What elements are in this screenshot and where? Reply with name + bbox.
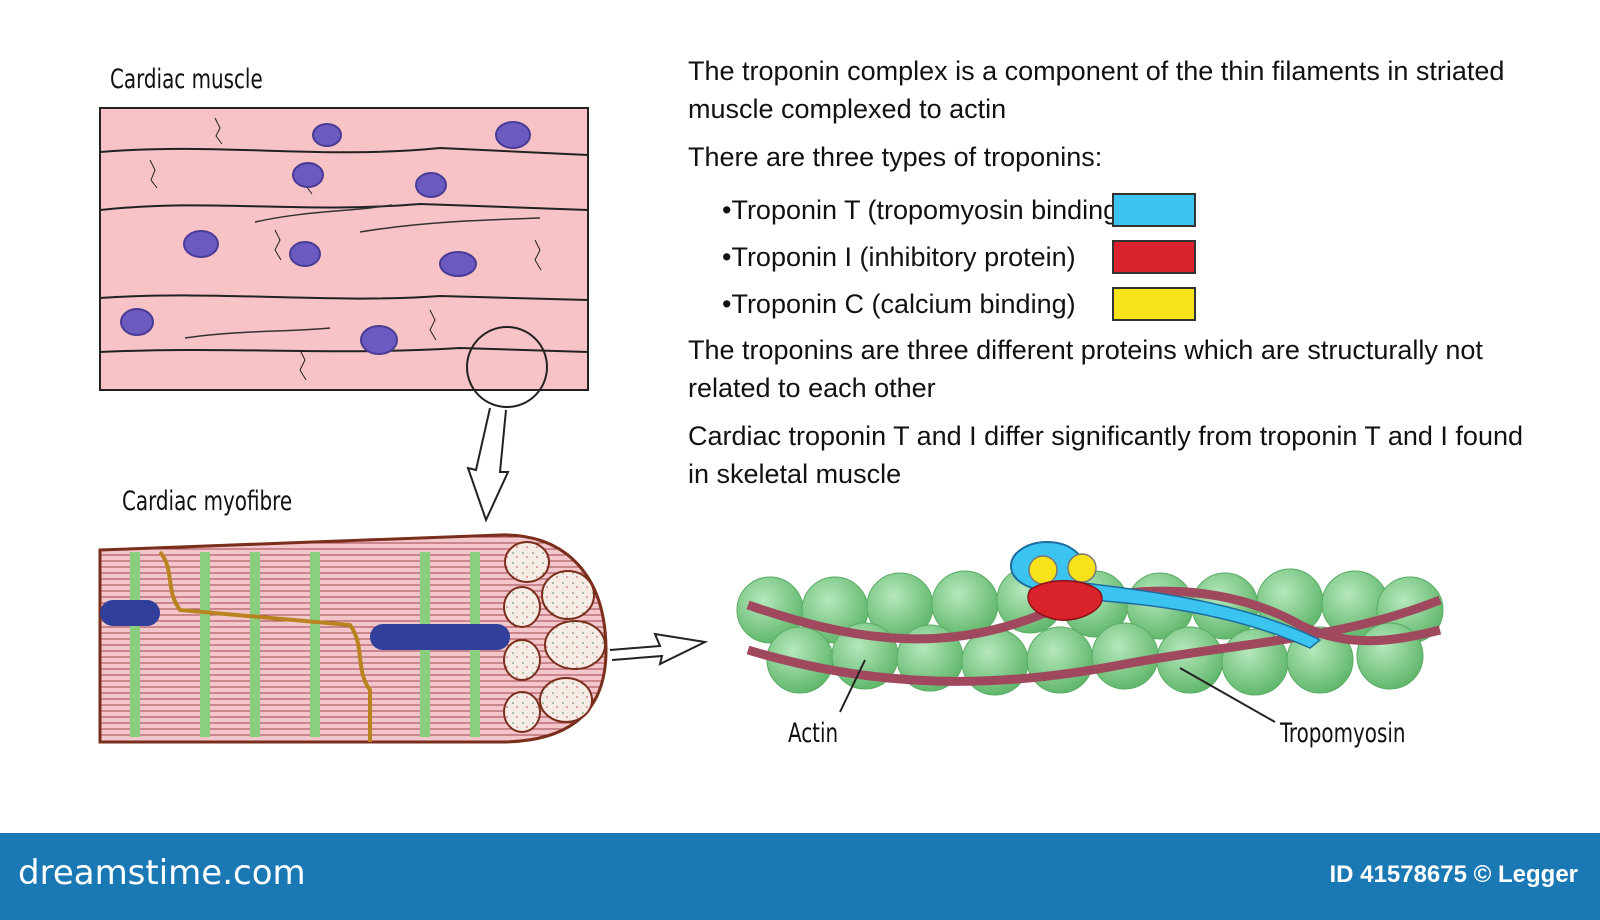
troponin-i-swatch xyxy=(1112,239,1196,274)
arrow-down-icon xyxy=(466,407,510,523)
cardiac-muscle-tissue xyxy=(99,107,589,523)
thin-filament-illustration xyxy=(736,541,1444,723)
troponin-c-shape xyxy=(1028,555,1058,585)
troponin-t-shape xyxy=(1057,579,1322,649)
types-heading: There are three types of troponins: xyxy=(688,142,1103,172)
note-cardiac-difference: Cardiac troponin T and I differ signific… xyxy=(688,421,1523,489)
tropomyosin-label: Tropomyosin xyxy=(1280,718,1406,749)
troponin-t-swatch xyxy=(1112,192,1196,227)
nucleus-group xyxy=(120,121,531,355)
arrow-right-icon xyxy=(609,632,709,666)
zoom-circle xyxy=(466,326,548,408)
troponin-c-item: •Troponin C (calcium binding) xyxy=(722,280,1548,327)
cardiac-muscle-label: Cardiac muscle xyxy=(110,64,263,95)
actin-label: Actin xyxy=(788,718,839,749)
info-text-block: The troponin complex is a component of t… xyxy=(688,52,1548,503)
troponin-i-item: •Troponin I (inhibitory protein) xyxy=(722,233,1548,280)
troponin-i-label: •Troponin I (inhibitory protein) xyxy=(722,241,1076,272)
footer-bar: dreamstime.com ID 41578675 © Legger xyxy=(0,833,1600,920)
troponin-i-shape xyxy=(1027,579,1103,621)
troponin-c-swatch xyxy=(1112,286,1196,321)
brand-logo[interactable]: dreamstime.com xyxy=(18,853,306,893)
troponin-t-item: •Troponin T (tropomyosin binding) xyxy=(722,186,1548,233)
intro-text: The troponin complex is a component of t… xyxy=(688,56,1505,124)
cardiac-myofibre-illustration xyxy=(98,533,709,744)
image-credit: ID 41578675 © Legger xyxy=(1329,861,1578,888)
cardiac-myofibre-label: Cardiac myofibre xyxy=(122,486,293,517)
troponin-t-label: •Troponin T (tropomyosin binding) xyxy=(722,194,1128,225)
note-unrelated: The troponins are three different protei… xyxy=(688,335,1483,403)
troponin-c-label: •Troponin C (calcium binding) xyxy=(722,288,1076,319)
